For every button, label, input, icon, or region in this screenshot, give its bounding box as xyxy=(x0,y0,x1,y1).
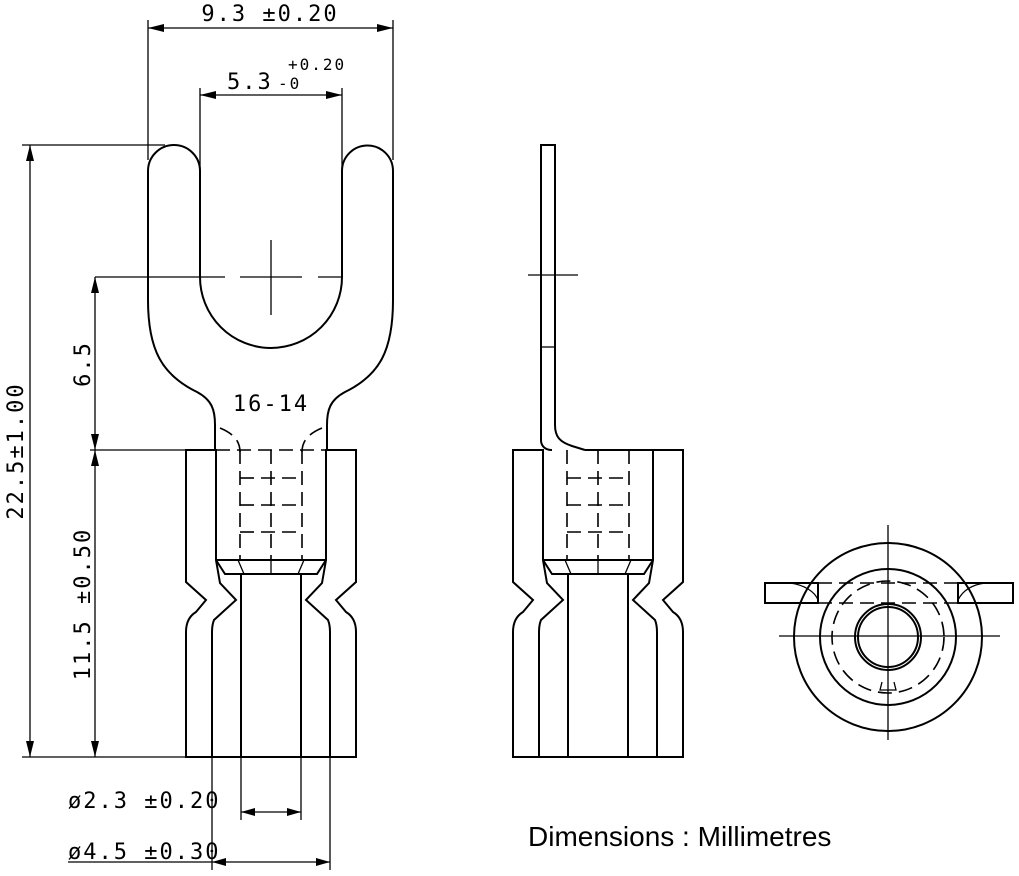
side-view xyxy=(512,144,684,758)
hole-to-sleeve-dim: 6.5 xyxy=(71,341,96,387)
side-sleeve-section xyxy=(512,449,684,758)
front-view: 16-14 xyxy=(95,144,394,758)
sleeve-length-dim: 11.5 ±0.50 xyxy=(71,528,96,680)
wire-range-label: 16-14 xyxy=(233,392,309,417)
fork-outline xyxy=(147,144,394,450)
slot-tol-lower: -0 xyxy=(278,74,301,93)
insulation-sleeve-section xyxy=(185,449,357,758)
end-view xyxy=(764,525,1014,740)
overall-width-dim: 9.3 ±0.20 xyxy=(201,2,338,27)
barrel-id-dim: ø2.3 ±0.20 xyxy=(68,789,220,814)
dimensions: 9.3 ±0.20 5.3 -0 +0.20 22.5±1.00 6.5 11.… xyxy=(4,2,394,870)
slot-tol-upper: +0.20 xyxy=(288,55,346,74)
overall-length-dim: 22.5±1.00 xyxy=(4,382,29,519)
units-note: Dimensions : Millimetres xyxy=(528,821,831,852)
sleeve-id-dim: ø4.5 ±0.30 xyxy=(68,840,220,865)
slot-width-dim: 5.3 xyxy=(227,70,273,95)
